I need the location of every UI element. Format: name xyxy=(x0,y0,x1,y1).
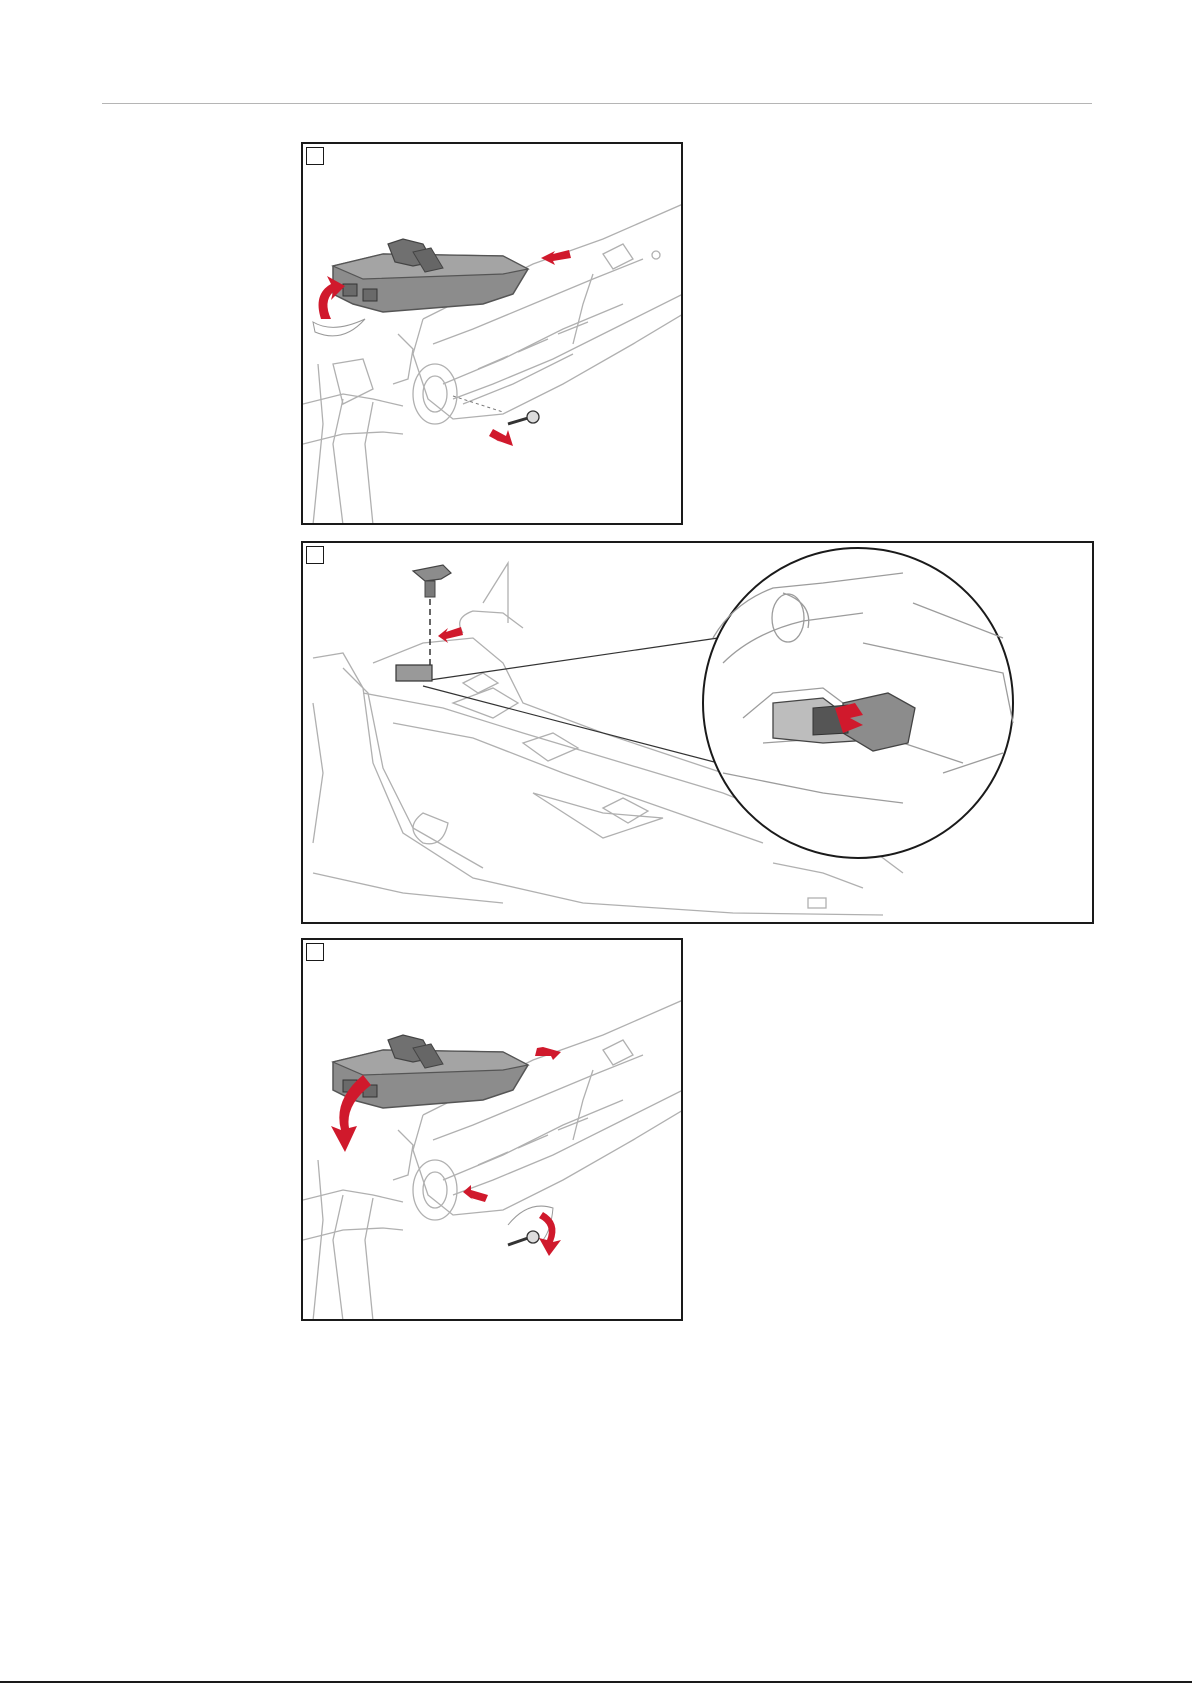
screw-icon xyxy=(508,411,539,424)
screw-icon xyxy=(508,1231,539,1245)
arrow-left-icon xyxy=(541,250,571,265)
arrow-down-right-icon xyxy=(489,429,513,446)
step-1-figure xyxy=(301,142,683,525)
step-2-figure xyxy=(301,541,1094,924)
footer-rule xyxy=(0,1681,1192,1683)
step-1-illustration xyxy=(303,144,683,525)
slot-detail xyxy=(396,665,432,681)
step-3-figure xyxy=(301,938,683,1321)
header-rule xyxy=(102,103,1092,104)
step-2-illustration xyxy=(303,543,1094,924)
arrow-up-left-icon xyxy=(463,1185,488,1202)
step-3-illustration xyxy=(303,940,683,1321)
